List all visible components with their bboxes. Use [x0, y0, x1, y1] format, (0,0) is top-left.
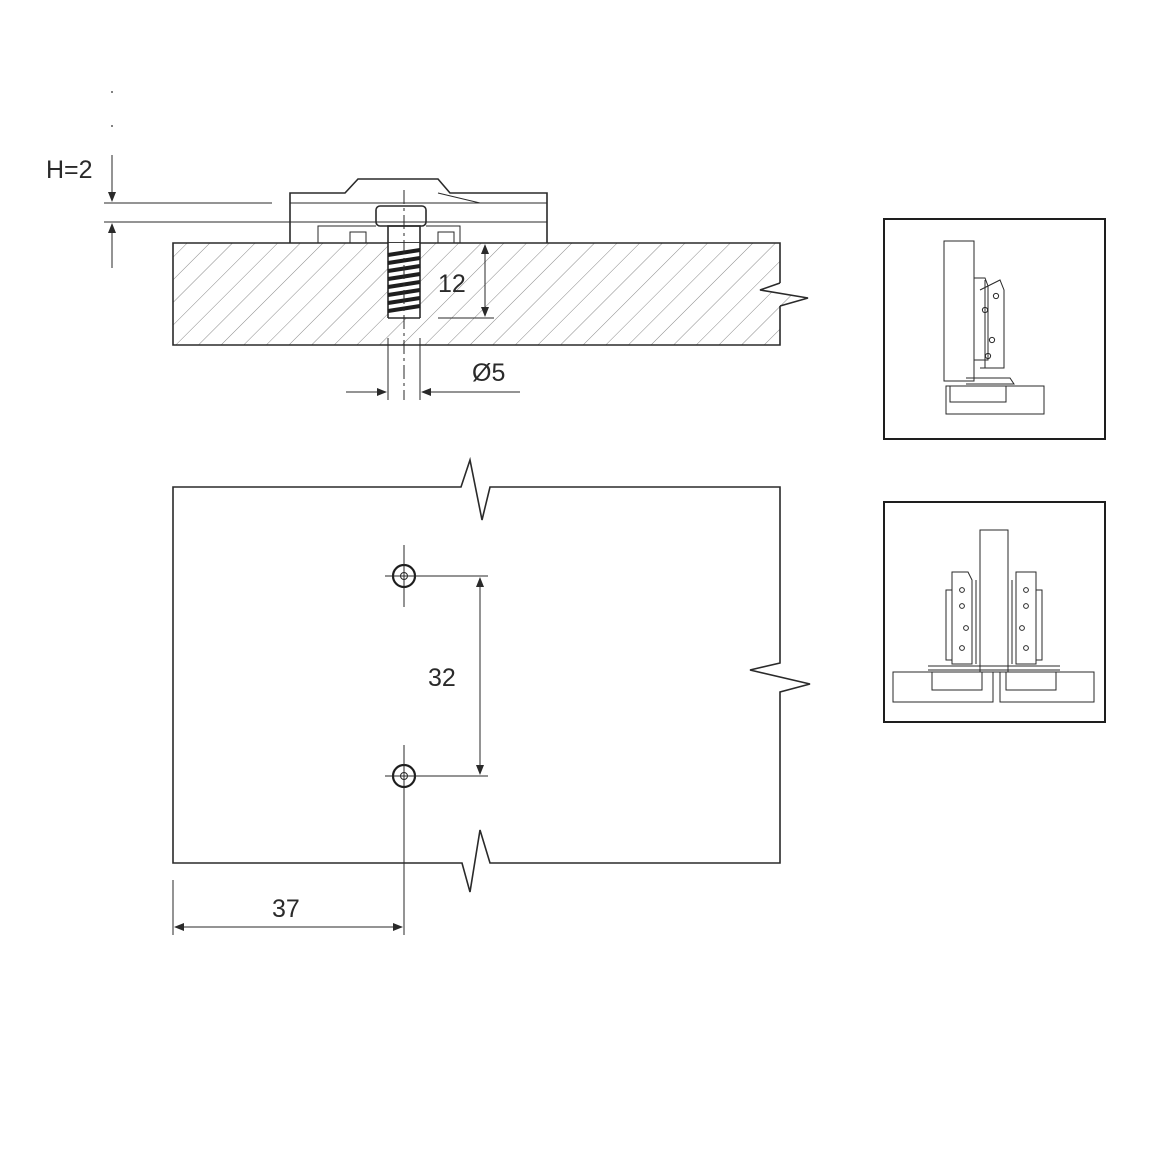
dimension-hole-spacing: 32 — [423, 575, 488, 777]
hinge-pair-front-view-icon — [883, 501, 1106, 723]
screw-hole-bottom — [385, 745, 423, 935]
screw-length-label: 12 — [438, 270, 466, 298]
euro-screw — [375, 190, 427, 400]
plan-view: 32 37 — [172, 456, 811, 935]
screw-diameter-label: Ø5 — [472, 359, 505, 387]
dimension-screw-length: 12 — [438, 244, 494, 319]
screw-hole-top — [385, 545, 423, 607]
board-section — [172, 242, 809, 346]
edge-distance-label: 37 — [272, 895, 300, 923]
plate-height-label: H=2 — [46, 156, 93, 184]
hole-spacing-label: 32 — [428, 664, 456, 692]
mounting-plate — [289, 178, 548, 243]
hinge-side-view-icon — [883, 218, 1106, 440]
section-view: H=2 12 Ø5 — [46, 91, 809, 400]
dimension-edge-distance: 37 — [172, 880, 403, 935]
dimension-plate-height: H=2 — [46, 91, 290, 268]
dimension-screw-diameter: Ø5 — [346, 338, 520, 400]
